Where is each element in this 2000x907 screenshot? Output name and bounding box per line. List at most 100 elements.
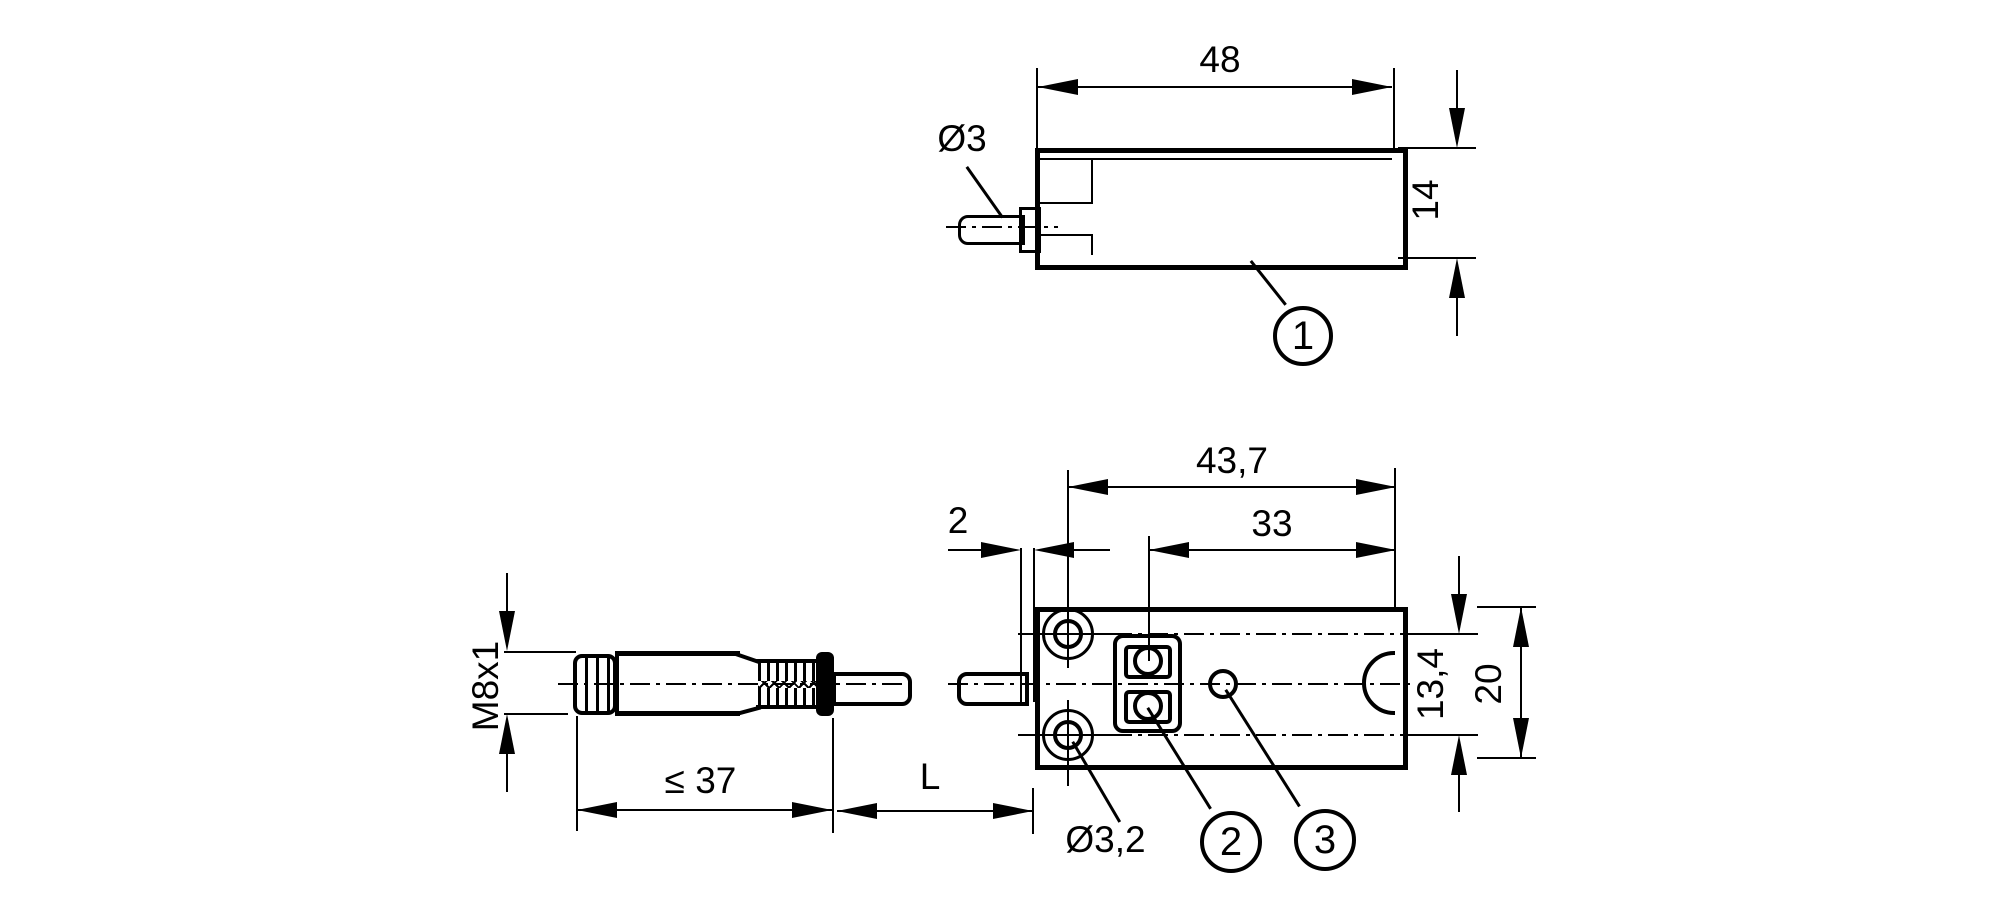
dim-2-arrow-right-icon bbox=[1034, 542, 1074, 558]
dim-437-ext-left bbox=[1067, 470, 1069, 668]
dim-m8-label: M8x1 bbox=[465, 640, 506, 732]
m8-thread-ridge-3 bbox=[607, 657, 610, 711]
dim-L-ext-right bbox=[1032, 788, 1034, 834]
cable-centerline-side bbox=[946, 226, 1058, 228]
dim-m8-shaft-bottom bbox=[506, 752, 508, 792]
knurl-top-edge bbox=[756, 659, 820, 663]
dim-14-shaft-bottom bbox=[1456, 296, 1458, 336]
dim-20-ext-bottom bbox=[1477, 757, 1536, 759]
dim-33-ext-left bbox=[1148, 536, 1150, 661]
dim-33-arrow-left-icon bbox=[1149, 542, 1189, 558]
callout-3-label: 3 bbox=[1313, 817, 1337, 862]
callout-1-label: 1 bbox=[1291, 313, 1315, 358]
dim-48-ext-left bbox=[1036, 68, 1038, 148]
m8-thread-ridge-2 bbox=[596, 655, 599, 713]
end-plate-left-line bbox=[1020, 548, 1022, 702]
dim-37-ext-right bbox=[832, 718, 834, 833]
dim-48-line bbox=[1038, 86, 1392, 88]
cable-gland-flange bbox=[1019, 207, 1041, 253]
dim-L-arrow-left-icon bbox=[837, 803, 877, 819]
dim-L-label: L bbox=[919, 756, 941, 797]
dim-134-label: 13,4 bbox=[1410, 648, 1451, 721]
dim-37-arrow-left-icon bbox=[577, 802, 617, 818]
led-bottom-lens bbox=[1133, 691, 1163, 721]
dim-33-arrow-right-icon bbox=[1356, 542, 1396, 558]
dim-20-arrow-up-icon bbox=[1513, 607, 1529, 647]
knurl-band-top bbox=[758, 663, 820, 681]
dim-33-label: 33 bbox=[1251, 503, 1293, 544]
dim-14-label: 14 bbox=[1405, 179, 1446, 221]
dim-20-line bbox=[1520, 607, 1522, 758]
dim-14-ext-top bbox=[1398, 147, 1476, 149]
end-plate-right-line bbox=[1033, 548, 1035, 702]
hole-top-axis bbox=[1112, 633, 1394, 635]
knurl-bottom-edge bbox=[756, 705, 820, 709]
connector-body-left-edge bbox=[615, 653, 619, 716]
dim-m8-shaft-top bbox=[506, 573, 508, 613]
dim-437-arrow-left-icon bbox=[1068, 479, 1108, 495]
knurl-band-bottom bbox=[758, 688, 820, 707]
dim-437-ext-right bbox=[1394, 468, 1396, 607]
dim-2-label: 2 bbox=[947, 500, 969, 541]
dim-134-arrow-down-icon bbox=[1451, 594, 1467, 634]
dim-437-label: 43,7 bbox=[1195, 440, 1268, 481]
sensor-body-top bbox=[1035, 607, 1408, 770]
boss-bottom-edge bbox=[1091, 234, 1093, 255]
dim-L-arrow-right-icon bbox=[993, 803, 1033, 819]
callout-3-badge: 3 bbox=[1294, 809, 1356, 871]
sensing-face-arc-circle bbox=[1362, 651, 1395, 715]
dim-14-arrow-up-icon bbox=[1449, 258, 1465, 298]
dim-48-arrow-left-icon bbox=[1038, 79, 1078, 95]
dim-m8-arrow-up-icon bbox=[499, 714, 515, 754]
cable-diameter-leader bbox=[965, 166, 1004, 219]
dim-m8-ext-bottom bbox=[504, 713, 568, 715]
dim-37-ext-left bbox=[576, 716, 578, 831]
knurl-band-middle bbox=[758, 681, 820, 688]
cable-connector-side bbox=[832, 672, 912, 706]
hole-dia-label: Ø3,2 bbox=[1065, 819, 1146, 860]
dim-134-shaft-bottom bbox=[1458, 774, 1460, 812]
dim-20-ext-top bbox=[1477, 606, 1536, 608]
connector-body-bottom bbox=[615, 711, 740, 716]
dim-48-label: 48 bbox=[1199, 39, 1241, 80]
led-window-frame bbox=[1113, 634, 1182, 733]
dim-37-label: ≤ 37 bbox=[664, 760, 737, 801]
dim-2-tail-right bbox=[1072, 549, 1110, 551]
dim-33-line bbox=[1149, 549, 1396, 551]
connector-body-top bbox=[615, 651, 740, 656]
dim-48-arrow-right-icon bbox=[1352, 79, 1392, 95]
dim-134-ext-bottom bbox=[1400, 734, 1478, 736]
dim-20-arrow-down-icon bbox=[1513, 718, 1529, 758]
dim-134-ext-top bbox=[1400, 633, 1478, 635]
m8-thread-ridge-1 bbox=[585, 657, 588, 711]
cable-diameter-label: Ø3 bbox=[937, 118, 987, 159]
housing-lid-line bbox=[1040, 158, 1392, 160]
dim-2-tail-left bbox=[948, 549, 983, 551]
dim-20-label: 20 bbox=[1468, 663, 1509, 705]
dim-m8-ext-top bbox=[504, 651, 576, 653]
dim-48-ext-right bbox=[1393, 68, 1395, 148]
connector-end-cap bbox=[816, 652, 834, 716]
dim-134-shaft-top bbox=[1458, 556, 1460, 596]
boss-top-edge bbox=[1091, 158, 1093, 204]
cable-side bbox=[958, 215, 1025, 245]
callout-2-badge: 2 bbox=[1200, 811, 1262, 873]
callout-1-badge: 1 bbox=[1273, 306, 1333, 366]
sensing-face-arc bbox=[1362, 651, 1395, 715]
dim-14-arrow-down-icon bbox=[1449, 108, 1465, 148]
dim-14-ext-bottom bbox=[1398, 257, 1476, 259]
boss-bottom-line bbox=[1040, 234, 1092, 236]
boss-top-line bbox=[1040, 202, 1092, 204]
dim-37-line bbox=[577, 809, 832, 811]
dim-37-arrow-right-icon bbox=[792, 802, 832, 818]
connector-centerline bbox=[558, 683, 916, 685]
dim-437-arrow-right-icon bbox=[1356, 479, 1396, 495]
dim-437-line bbox=[1068, 486, 1396, 488]
adjustment-element bbox=[1208, 669, 1238, 699]
dim-2-arrow-left-icon bbox=[981, 542, 1021, 558]
dim-L-line bbox=[837, 810, 1033, 812]
m8-thread bbox=[573, 654, 617, 715]
hole-bottom-cross-v bbox=[1067, 700, 1069, 786]
dim-m8-arrow-down-icon bbox=[499, 611, 515, 651]
